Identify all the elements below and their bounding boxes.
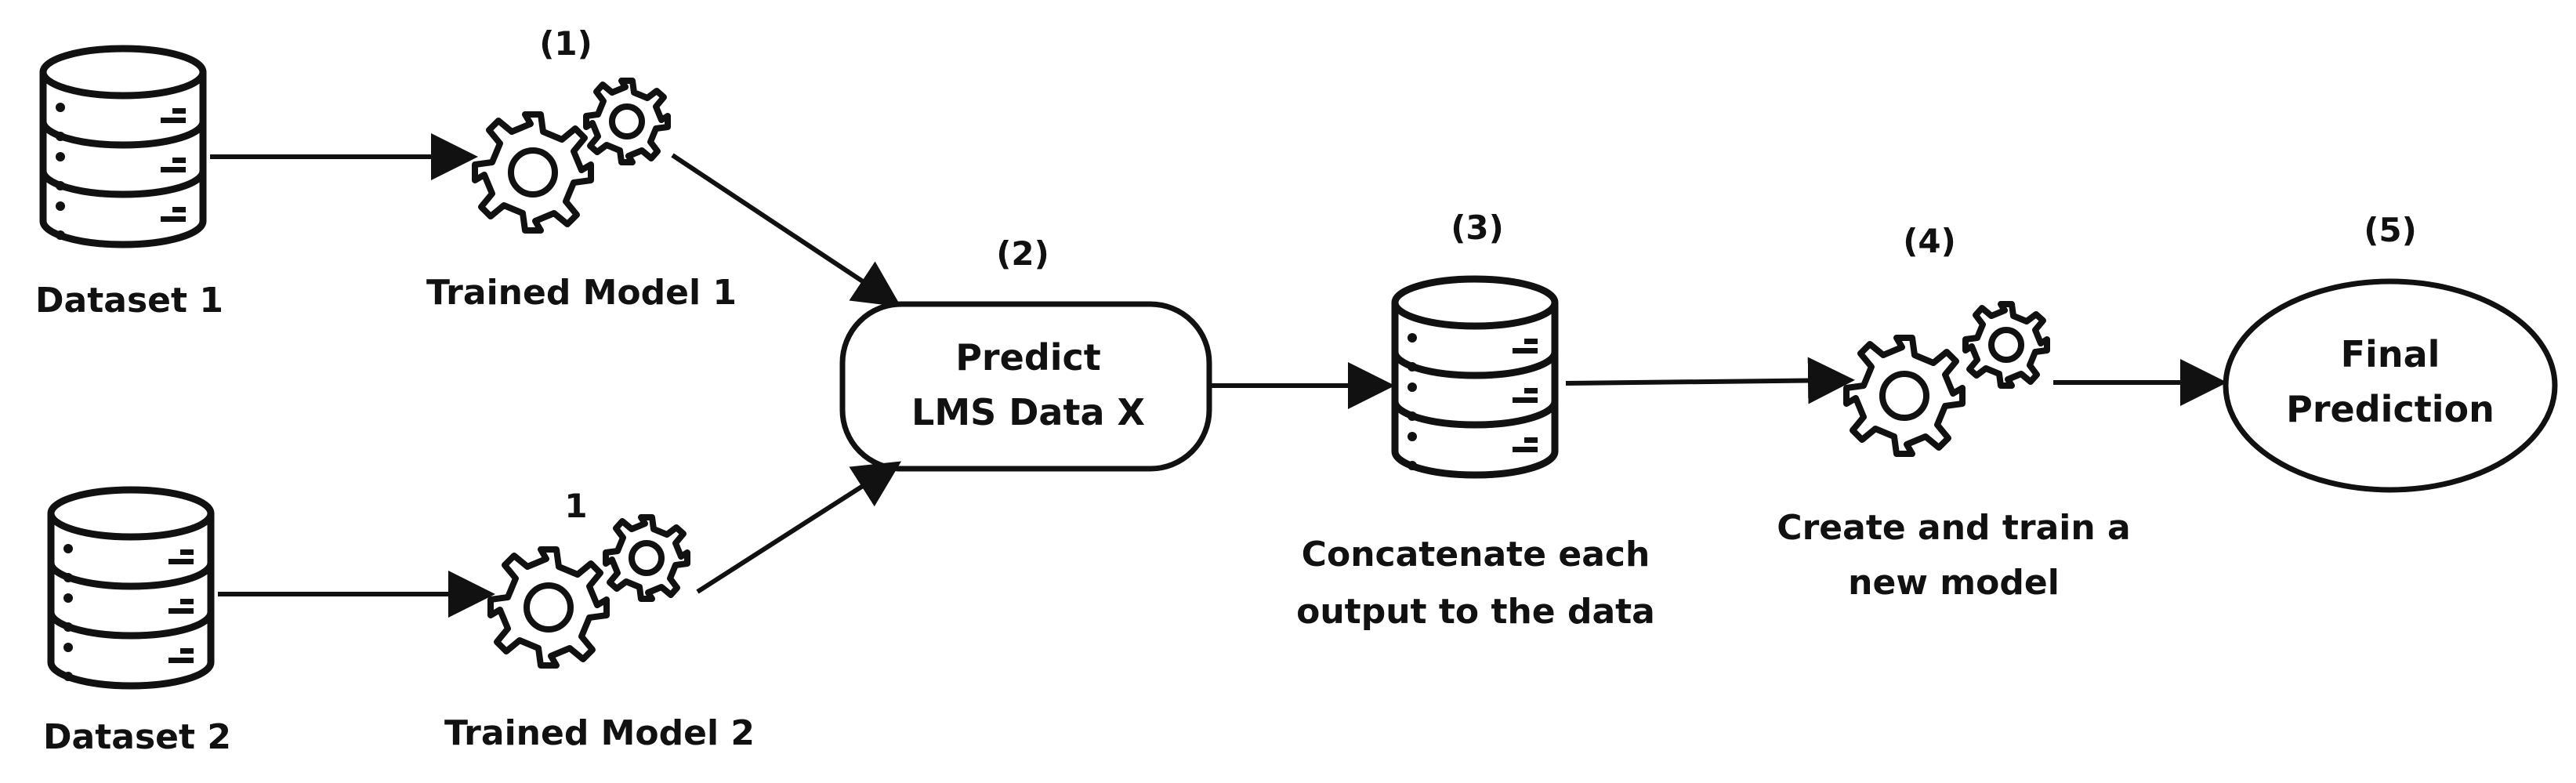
- arrow-model2-to-predict: [696, 461, 902, 594]
- final-line-1: Final: [2341, 333, 2440, 375]
- gears-icon: [487, 514, 690, 669]
- step-5-label: (5): [2364, 211, 2417, 249]
- arrow-model1-to-predict: [671, 153, 902, 307]
- trained-model-2-node: 1 Trained Model 2: [444, 487, 755, 753]
- dataset-2-label: Dataset 2: [43, 717, 231, 757]
- gears-icon: [472, 78, 671, 234]
- concat-line-2: output to the data: [1296, 592, 1655, 632]
- edges: [210, 133, 2227, 618]
- step-3-label: (3): [1451, 208, 1504, 247]
- dataset-1-node: Dataset 1: [35, 45, 223, 321]
- final-line-2: Prediction: [2286, 388, 2494, 430]
- dataset-2-node: Dataset 2: [43, 486, 231, 757]
- concat-line-1: Concatenate each: [1302, 535, 1650, 575]
- predict-line-1: Predict: [955, 336, 1101, 379]
- trained-model-1-node: (1) Trained Model 1: [426, 24, 737, 313]
- new-model-line-2: new model: [1848, 563, 2060, 603]
- gears-icon: [1843, 301, 2050, 457]
- new-model-line-1: Create and train a: [1777, 508, 2130, 548]
- predict-box: [839, 301, 1212, 472]
- final-prediction-ellipse: [2223, 278, 2558, 493]
- final-prediction-node: (5) Final Prediction: [2223, 211, 2558, 493]
- trained-model-1-label: Trained Model 1: [426, 273, 737, 313]
- new-model-node: (4) Create and train a new model: [1777, 222, 2130, 603]
- step-1-label: (1): [539, 24, 592, 63]
- concatenate-node: (3) Concatenate each output to the data: [1296, 208, 1655, 632]
- database-icon: [39, 45, 207, 248]
- step-4-label: (4): [1903, 222, 1956, 260]
- step-1-plain-label: 1: [564, 487, 587, 525]
- trained-model-2-label: Trained Model 2: [444, 713, 755, 753]
- predict-line-2: LMS Data X: [911, 391, 1145, 433]
- predict-node: (2) Predict LMS Data X: [839, 234, 1212, 472]
- step-2-label: (2): [996, 234, 1049, 273]
- arrow-concat-to-newmodel: [1565, 357, 1855, 404]
- database-icon: [1391, 275, 1559, 479]
- dataset-1-label: Dataset 1: [35, 281, 223, 321]
- database-icon: [47, 486, 215, 690]
